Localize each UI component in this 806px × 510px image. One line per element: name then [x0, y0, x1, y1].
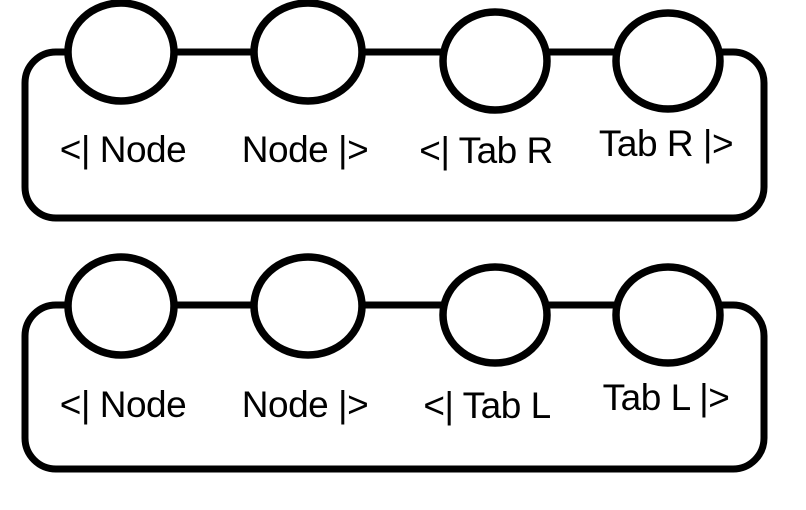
row-top: <| Node Node |> <| Tab R Tab R |>: [21, 0, 768, 222]
node-circle: [250, 0, 366, 105]
node-label: <| Node: [60, 384, 186, 425]
row-bottom: <| Node Node |> <| Tab L Tab L |>: [21, 253, 768, 473]
node-label: Node |>: [242, 384, 368, 425]
node-circle: [439, 263, 551, 367]
node-circle: [250, 253, 366, 359]
row-top-labels: <| Node Node |> <| Tab R Tab R |>: [60, 123, 734, 171]
node-label: <| Tab R: [419, 130, 553, 171]
node-label: <| Tab L: [423, 385, 550, 426]
node-label: Tab L |>: [603, 377, 730, 418]
row-bottom-labels: <| Node Node |> <| Tab L Tab L |>: [60, 377, 730, 426]
node-label: Node |>: [242, 129, 368, 170]
node-label: <| Node: [60, 129, 186, 170]
node-circle: [439, 8, 551, 114]
node-circle: [612, 9, 724, 113]
node-label: Tab R |>: [599, 123, 733, 164]
node-circle: [64, 253, 178, 359]
node-circle: [612, 263, 724, 367]
container-outline-bottom: [21, 301, 768, 473]
container-outline-top: [21, 48, 768, 222]
node-circle: [64, 0, 178, 105]
